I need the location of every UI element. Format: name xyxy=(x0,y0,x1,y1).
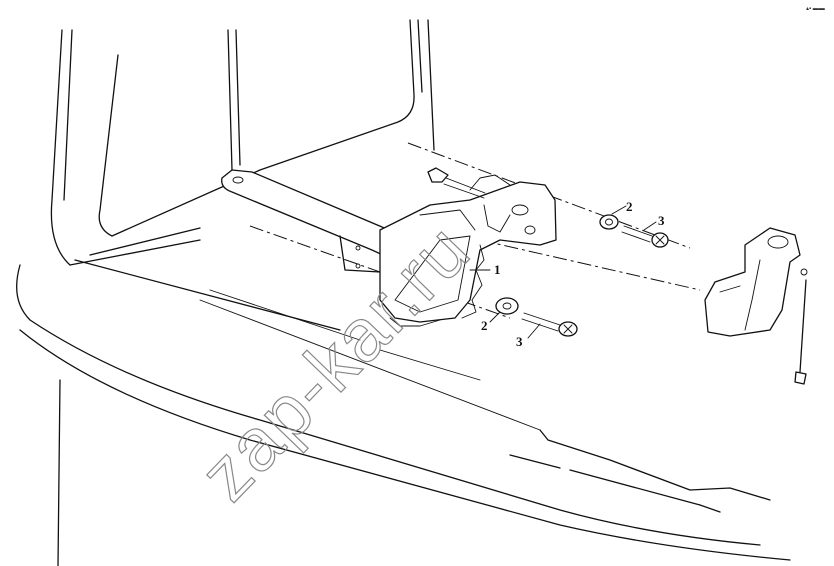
callout-3-upper: 3 xyxy=(658,213,665,228)
callout-3-lower: 3 xyxy=(516,334,523,349)
watermark: zap-kar.ru xyxy=(184,207,486,516)
corner-mark: ▴▪ ▬▬ xyxy=(806,6,825,12)
screw-lower xyxy=(521,312,578,337)
leader-lines xyxy=(469,205,657,339)
callout-1: 1 xyxy=(494,262,501,277)
body-frame xyxy=(16,19,791,566)
screw-upper xyxy=(621,225,669,248)
washer-lower xyxy=(495,297,519,315)
callout-2-lower: 2 xyxy=(481,318,488,333)
washer-upper xyxy=(599,214,619,230)
callout-2-upper: 2 xyxy=(626,199,633,214)
motor-cover xyxy=(704,227,808,385)
long-bolt xyxy=(427,167,486,199)
wiper-motor-bracket xyxy=(379,174,557,327)
